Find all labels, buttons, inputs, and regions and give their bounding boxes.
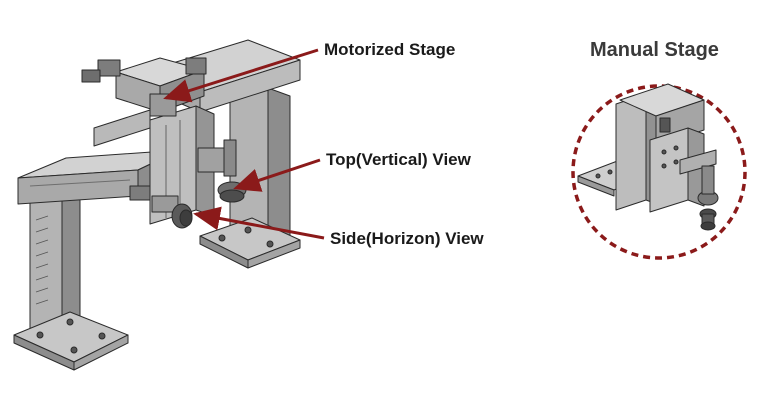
manual-upright [615, 93, 647, 211]
label-side-horizon-view: Side(Horizon) View [330, 229, 484, 248]
arrow-top-view [233, 158, 321, 192]
label-motorized-stage: Motorized Stage [324, 40, 456, 59]
manual-stage-assembly [577, 83, 719, 231]
side-camera-body [151, 195, 179, 213]
top-camera-body [197, 147, 229, 173]
label-manual-stage: Manual Stage [590, 39, 719, 61]
arrow-side-view [193, 206, 325, 240]
left-leg-slots [35, 215, 49, 305]
right-column-side [267, 87, 291, 237]
callout-arrows [163, 48, 325, 240]
arrow-motorized-stage [163, 48, 319, 103]
left-foot-plate-edge2 [73, 334, 129, 371]
gantry-machine [13, 39, 301, 371]
tie-beam [93, 109, 151, 147]
right-foot-plate-edge2 [247, 239, 301, 269]
top-cross-beam-side [199, 59, 301, 113]
manual-stage-dashed-circle [571, 84, 747, 260]
label-top-vertical-view: Top(Vertical) View [326, 150, 471, 169]
manual-arm [679, 149, 717, 175]
manual-stage-callout [571, 83, 747, 260]
